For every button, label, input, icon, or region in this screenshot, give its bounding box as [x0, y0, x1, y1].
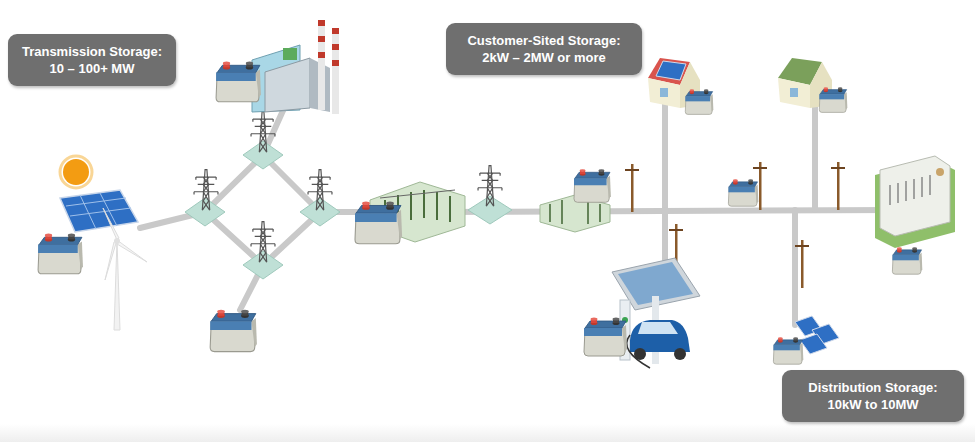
callout-text: Distribution Storage: 10kW to 10MW	[790, 379, 956, 413]
callout-text: Customer-Sited Storage: 2kW – 2MW or mor…	[454, 32, 634, 66]
callout-box: Customer-Sited Storage: 2kW – 2MW or mor…	[446, 23, 642, 75]
callout-text: Transmission Storage: 10 – 100+ MW	[16, 43, 168, 77]
callout-box: Distribution Storage: 10kW to 10MW	[782, 370, 964, 422]
callout-box: Transmission Storage: 10 – 100+ MW	[8, 34, 176, 86]
